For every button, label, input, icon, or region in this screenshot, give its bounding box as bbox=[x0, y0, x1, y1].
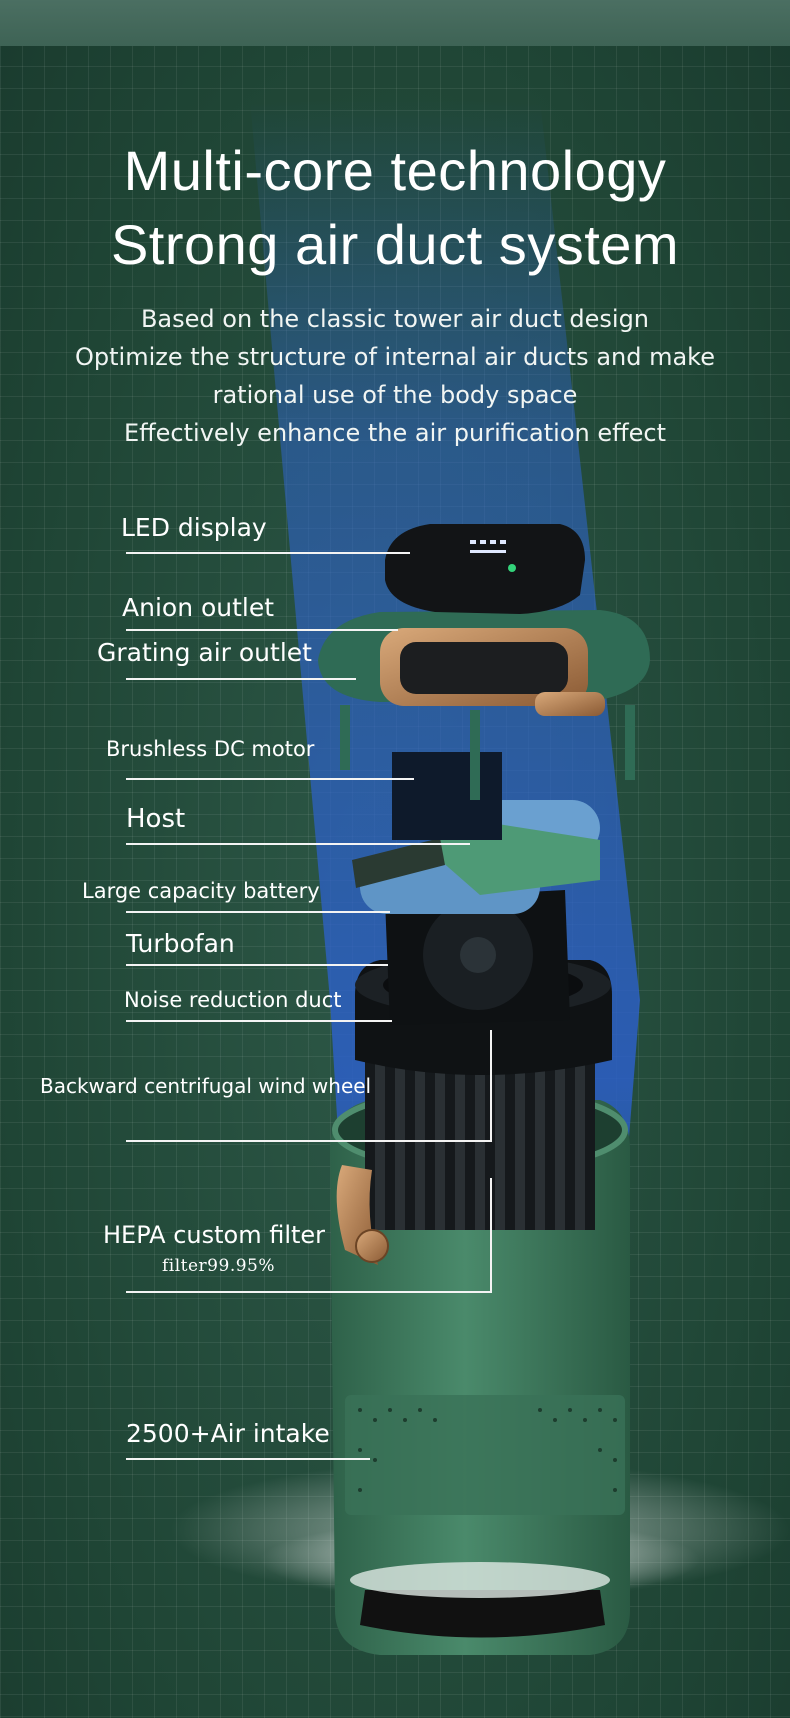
leader-hepa-custom-filter bbox=[126, 1291, 492, 1293]
leader-air-intake bbox=[126, 1458, 370, 1460]
description-line-2: Optimize the structure of internal air d… bbox=[74, 343, 715, 371]
filter-efficiency: filter99.95% bbox=[162, 1256, 276, 1276]
leader-led-display bbox=[126, 552, 410, 554]
callout-turbofan: Turbofan bbox=[126, 929, 235, 958]
headline-line-2: Strong air duct system bbox=[110, 213, 680, 276]
description-line-1: Based on the classic tower air duct desi… bbox=[140, 305, 650, 333]
leader-turbofan bbox=[126, 964, 388, 966]
callout-backward-centrifugal-wind-wheel: Backward centrifugal wind wheel bbox=[40, 1074, 372, 1098]
top-band bbox=[0, 0, 790, 46]
callout-led-display: LED display bbox=[121, 513, 267, 542]
leader-large-capacity-battery bbox=[126, 911, 390, 913]
callout-grating-air-outlet: Grating air outlet bbox=[97, 638, 312, 667]
callout-brushless-dc-motor: Brushless DC motor bbox=[106, 737, 315, 761]
description-line-4: Effectively enhance the air purification… bbox=[123, 419, 667, 447]
leader-vertical-wind-wheel bbox=[490, 1030, 492, 1142]
leader-backward-centrifugal-wind-wheel bbox=[126, 1140, 492, 1142]
callout-large-capacity-battery: Large capacity battery bbox=[82, 879, 320, 903]
leader-noise-reduction-duct bbox=[126, 1020, 392, 1022]
headline-line-1: Multi-core technology bbox=[123, 139, 667, 202]
callout-anion-outlet: Anion outlet bbox=[122, 593, 275, 622]
leader-host bbox=[126, 843, 470, 845]
description-line-3: rational use of the body space bbox=[212, 381, 578, 409]
leader-brushless-dc-motor bbox=[126, 778, 414, 780]
callout-air-intake: 2500+Air intake bbox=[126, 1419, 330, 1448]
leader-anion-outlet bbox=[126, 629, 398, 631]
callout-host: Host bbox=[126, 804, 186, 834]
callout-noise-reduction-duct: Noise reduction duct bbox=[124, 988, 342, 1012]
leader-grating-air-outlet bbox=[126, 678, 356, 680]
callout-hepa-custom-filter: HEPA custom filter bbox=[103, 1221, 326, 1249]
leader-vertical-hepa bbox=[490, 1178, 492, 1293]
